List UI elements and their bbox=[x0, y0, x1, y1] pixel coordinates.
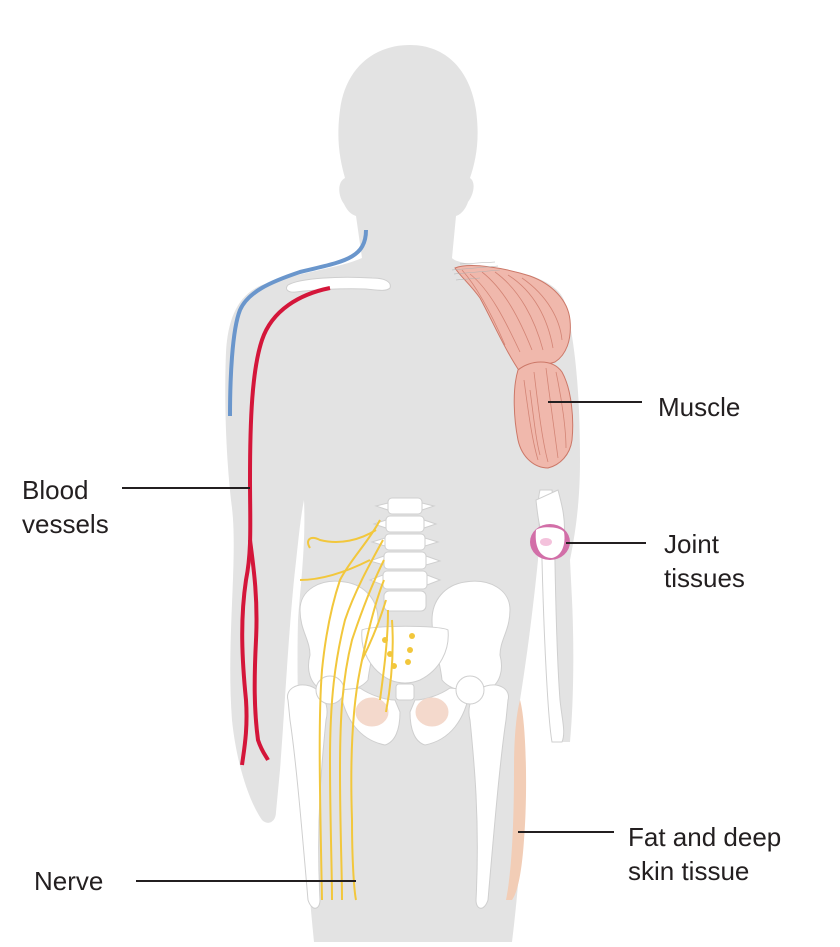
label-blood-vessels: Blood vessels bbox=[22, 473, 109, 541]
body-silhouette bbox=[225, 45, 580, 942]
joint-tissue bbox=[530, 524, 570, 560]
collarbone bbox=[285, 276, 391, 293]
label-fat-tissue: Fat and deep skin tissue bbox=[628, 820, 781, 888]
nerves bbox=[299, 519, 394, 901]
label-fat-line1: Fat and deep bbox=[628, 822, 782, 852]
label-nerve-text: Nerve bbox=[34, 866, 104, 896]
fat-tissue bbox=[506, 700, 527, 900]
leader-lines bbox=[122, 401, 646, 882]
spine bbox=[368, 497, 442, 612]
pelvis bbox=[299, 580, 511, 746]
muscle-tissue bbox=[451, 261, 574, 469]
label-joint-line1: Joint bbox=[664, 529, 719, 559]
silhouette bbox=[225, 45, 580, 942]
label-muscle: Muscle bbox=[658, 390, 740, 424]
artery bbox=[240, 286, 331, 766]
label-muscle-text: Muscle bbox=[658, 392, 741, 422]
vein bbox=[228, 229, 368, 417]
label-joint-tissues: Joint tissues bbox=[664, 527, 745, 595]
label-nerve: Nerve bbox=[34, 864, 103, 898]
label-joint-line2: tissues bbox=[664, 563, 745, 593]
label-blood-line2: vessels bbox=[22, 509, 109, 539]
label-blood-line1: Blood bbox=[22, 475, 89, 505]
label-fat-line2: skin tissue bbox=[628, 856, 750, 886]
